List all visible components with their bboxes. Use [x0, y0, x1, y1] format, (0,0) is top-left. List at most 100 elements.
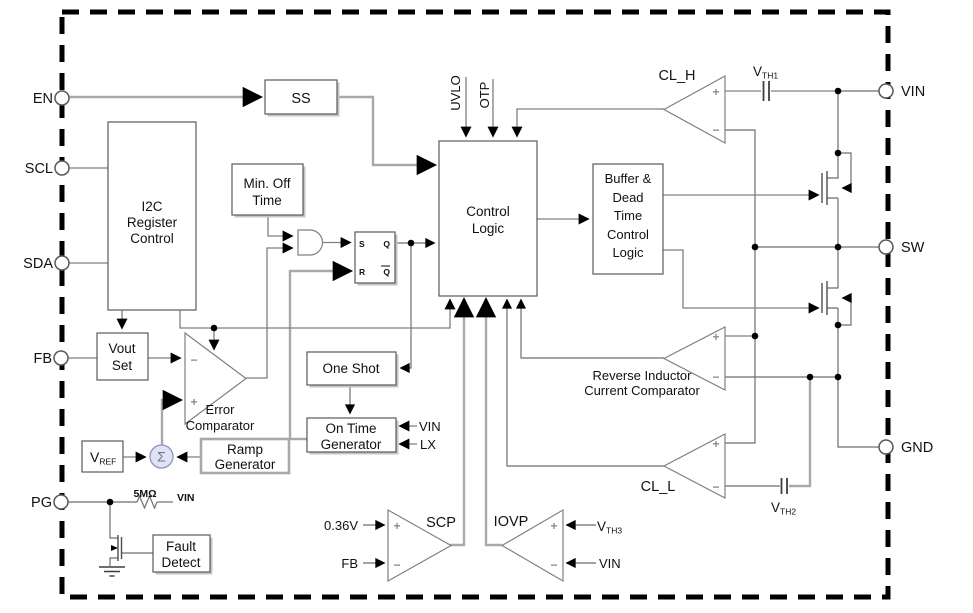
- svg-text:Q: Q: [383, 267, 390, 277]
- block-control-logic: Control Logic: [438, 140, 538, 297]
- block-ss-label: SS: [291, 91, 310, 107]
- pin-en: [54, 90, 70, 106]
- wire-clh-minus-loop: [725, 129, 756, 444]
- svg-text:Min. Off: Min. Off: [243, 176, 290, 191]
- svg-text:+: +: [712, 85, 719, 99]
- wire-pg-fet-source: [109, 557, 118, 566]
- block-ramp-generator: Ramp Generator: [199, 437, 291, 475]
- capacitors: [762, 81, 788, 494]
- svg-text:+: +: [190, 395, 197, 409]
- svg-text:Reverse Inductor: Reverse Inductor: [593, 368, 693, 383]
- block-min-off-time: Min. Off Time: [231, 163, 306, 218]
- svg-text:Comparator: Comparator: [186, 418, 255, 433]
- block-one-shot: One Shot: [306, 351, 399, 388]
- wire-scp-to-control: [450, 296, 475, 547]
- svg-text:Generator: Generator: [215, 457, 276, 472]
- sigma-icon: Σ: [157, 449, 166, 465]
- svg-text:−: −: [712, 370, 719, 384]
- svg-text:−: −: [190, 353, 197, 367]
- nmos-bulk-loop: [838, 292, 852, 326]
- block-sr-latch: S Q R Q: [354, 231, 398, 286]
- svg-text:+: +: [393, 519, 400, 533]
- scp-036v-label: 0.36V: [324, 518, 358, 533]
- wire-ss-to-control: [337, 95, 438, 176]
- pin-pg-label: PG: [31, 495, 52, 511]
- summing-node: Σ: [149, 444, 174, 469]
- vth2-capacitor-icon: [780, 478, 788, 494]
- pin-scl-label: SCL: [25, 161, 53, 177]
- scp-label: SCP: [426, 515, 456, 531]
- svg-text:Generator: Generator: [321, 437, 382, 452]
- high-side-pmos-icon: [821, 171, 828, 205]
- block-on-time-generator: On Time Generator: [306, 417, 399, 455]
- svg-text:Time: Time: [252, 193, 282, 208]
- pin-vin: [878, 83, 894, 99]
- uvlo-label: UVLO: [448, 75, 463, 110]
- svg-text:−: −: [712, 480, 719, 494]
- svg-text:+: +: [712, 437, 719, 451]
- wire-errcomp-to-and: [246, 242, 294, 379]
- svg-text:One Shot: One Shot: [322, 361, 379, 376]
- svg-text:Set: Set: [112, 358, 133, 373]
- wire-vth2-branch: [789, 377, 812, 488]
- block-ss: SS: [264, 79, 340, 117]
- ontime-vin-label: VIN: [419, 419, 441, 434]
- cll-label: CL_L: [641, 479, 676, 495]
- wire-i2c-to-control: [179, 298, 456, 329]
- svg-text:Logic: Logic: [472, 221, 505, 236]
- vth1-label: VTH1: [753, 64, 778, 81]
- and-gate-icon: [297, 229, 324, 256]
- comparator-reverse-inductor: + − Reverse Inductor Current Comparator: [584, 326, 726, 398]
- svg-text:+: +: [550, 519, 557, 533]
- comparator-clh: + − CL_H: [658, 68, 726, 145]
- pins: EN SCL SDA FB PG VIN SW GND: [23, 83, 933, 511]
- pin-sw-label: SW: [901, 240, 925, 256]
- svg-text:Control: Control: [130, 231, 174, 246]
- pg-fet-icon: [99, 535, 125, 577]
- vth2-label: VTH2: [771, 500, 796, 517]
- svg-text:−: −: [393, 558, 400, 572]
- wire-minoff-to-and: [267, 215, 294, 242]
- resistor-5m-icon: [136, 494, 158, 510]
- svg-text:−: −: [550, 558, 557, 572]
- svg-text:Ramp: Ramp: [227, 442, 263, 457]
- svg-text:Vout: Vout: [108, 341, 135, 356]
- wire-pg-fet-drain: [109, 502, 118, 539]
- wire-iovp-to-control: [475, 296, 502, 547]
- net-labels: UVLO OTP VTH1 VTH2 VTH3 VIN LX 0.36V FB …: [133, 64, 796, 571]
- svg-text:Dead: Dead: [612, 190, 643, 205]
- svg-text:Buffer &: Buffer &: [605, 171, 652, 186]
- svg-text:I2C: I2C: [141, 199, 162, 214]
- svg-text:Control: Control: [466, 204, 510, 219]
- pin-pg: [53, 494, 69, 510]
- ground-icon: [99, 566, 125, 577]
- pg-vin-label: VIN: [177, 492, 195, 504]
- svg-text:−: −: [712, 123, 719, 137]
- svg-text:Q: Q: [383, 239, 390, 249]
- comparator-cll: + − CL_L: [641, 433, 726, 499]
- block-vout-set: Vout Set: [96, 332, 149, 381]
- pin-fb-label: FB: [33, 351, 52, 367]
- block-vref: VREF: [81, 440, 124, 473]
- pin-sda-label: SDA: [23, 256, 53, 272]
- wire-mid-rail: [827, 197, 839, 289]
- resistor-5m-label: 5MΩ: [133, 488, 156, 500]
- svg-text:Time: Time: [614, 208, 642, 223]
- wire-sigma-to-plus: [160, 389, 184, 445]
- svg-text:Current Comparator: Current Comparator: [584, 383, 700, 398]
- svg-text:On Time: On Time: [325, 421, 376, 436]
- vth1-capacitor-icon: [762, 81, 770, 101]
- otp-label: OTP: [477, 82, 492, 109]
- pin-en-label: EN: [33, 91, 53, 107]
- wire-gnd-rail: [827, 307, 879, 448]
- arrow-wires: [69, 77, 852, 569]
- vth3-label: VTH3: [597, 519, 622, 536]
- pin-sda: [54, 255, 70, 271]
- svg-text:Fault: Fault: [166, 539, 196, 554]
- comparator-scp: + − SCP: [387, 508, 456, 583]
- ontime-lx-label: LX: [420, 437, 436, 452]
- pin-vin-label: VIN: [901, 84, 925, 100]
- block-fault-detect: Fault Detect: [152, 534, 213, 575]
- pmos-bulk-loop: [838, 152, 852, 194]
